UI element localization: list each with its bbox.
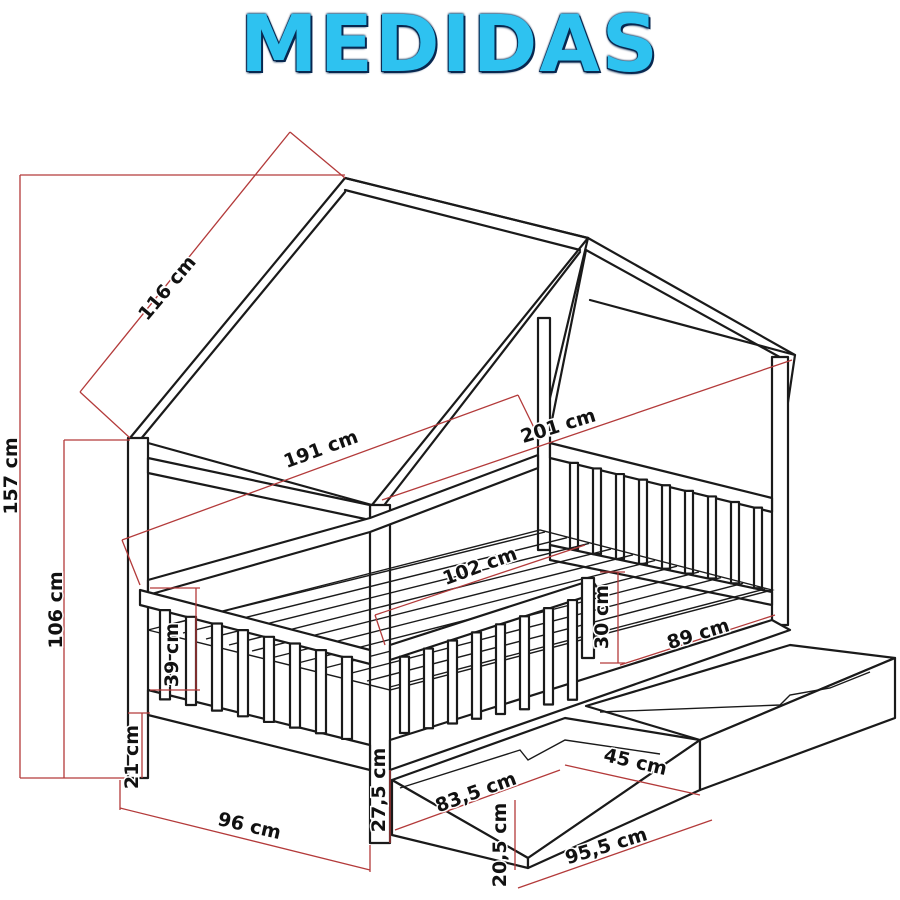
- dim-inner-length: 191 cm: [281, 426, 361, 473]
- dim-total-height: 157 cm: [0, 437, 22, 514]
- dim-roof-slope: 116 cm: [134, 251, 201, 324]
- dim-total-width: 96 cm: [216, 808, 283, 844]
- dim-total-length: 201 cm: [518, 404, 598, 448]
- dim-drawer-clearance: 27,5 cm: [368, 748, 390, 833]
- dim-side-rail-height: 39 cm: [161, 623, 183, 687]
- page-title: MEDIDAS: [240, 0, 660, 90]
- dim-leg-height: 21 cm: [121, 725, 143, 789]
- dim-rail-height: 30 cm: [591, 585, 613, 649]
- dim-inner-width: 102 cm: [440, 543, 520, 590]
- dim-drawer-height: 20,5 cm: [489, 803, 511, 888]
- dimension-lines: [19, 131, 793, 889]
- dim-side-height: 106 cm: [45, 571, 67, 648]
- bed-frame-drawing: [126, 176, 897, 870]
